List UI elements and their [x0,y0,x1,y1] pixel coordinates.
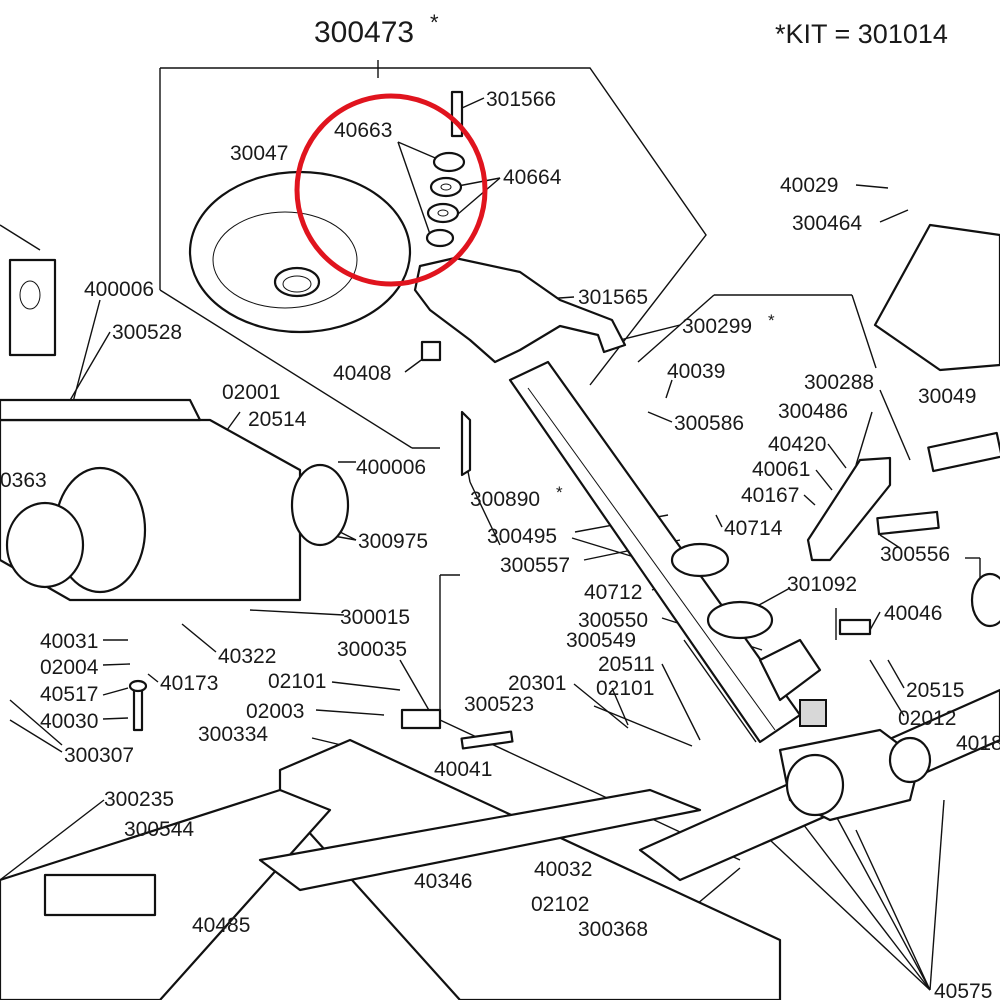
label-301565: 301565 [578,286,648,309]
part-labels: 300473 * *KIT = 301014 301566 40663 3004… [0,10,1000,1000]
label-300288: 300288 [804,371,874,394]
label-300299-asterisk: * [768,311,775,330]
label-02101-right: 02101 [596,677,654,700]
highlight-circle [294,93,488,287]
label-300549: 300549 [566,629,636,652]
pin-part [460,410,472,477]
label-40167: 40167 [741,484,799,507]
label-40322: 40322 [218,645,276,668]
label-40173: 40173 [160,672,218,695]
label-300035: 300035 [337,638,407,661]
label-300557: 300557 [500,554,570,577]
bolt-part [450,90,464,138]
label-300015: 300015 [340,606,410,629]
label-301092: 301092 [787,573,857,596]
stud-part [132,688,144,732]
parts [0,90,1000,1000]
arm-part [413,256,627,364]
label-02012: 02012 [898,707,956,730]
label-02102: 02102 [531,893,589,916]
label-4018: 4018 [956,732,1000,755]
label-40408: 40408 [333,362,391,385]
label-02004: 02004 [40,656,99,679]
label-40041: 40041 [434,758,492,781]
label-40420: 40420 [768,433,826,456]
label-300486: 300486 [778,400,848,423]
label-40663: 40663 [334,119,392,142]
label-40575: 40575 [934,980,992,1000]
label-300299: 300299 [682,315,752,338]
bushing-part [400,708,442,730]
label-300890: 300890 [470,488,540,511]
label-300975: 300975 [358,530,428,553]
washer-part [128,679,148,693]
label-300528: 300528 [112,321,182,344]
label-300499: 30049 [918,385,976,408]
label-300334: 300334 [198,723,268,746]
label-300495: 300495 [487,525,557,548]
label-40346: 40346 [414,870,472,893]
label-40664: 40664 [503,166,562,189]
label-400006-mid: 400006 [356,456,426,479]
label-400006-top: 400006 [84,278,154,301]
label-40517: 40517 [40,683,98,706]
gear-housing-part [758,572,1000,822]
label-20514: 20514 [248,408,307,431]
label-40039: 40039 [667,360,725,383]
label-300474: 30047 [230,142,288,165]
rod-part [927,431,1000,473]
title-asterisk: * [430,10,439,35]
label-300307: 300307 [64,744,134,767]
label-40485: 40485 [192,914,250,937]
label-40029: 40029 [780,174,838,197]
label-20301: 20301 [508,672,566,695]
label-40714: 40714 [724,517,783,540]
dowel-part [876,510,940,536]
label-02003: 02003 [246,700,304,723]
label-20515: 20515 [906,679,964,702]
spring-part [799,699,827,727]
kit-note: *KIT = 301014 [775,19,948,49]
label-02101-left: 02101 [268,670,326,693]
label-300544: 300544 [124,818,194,841]
label-40712: 40712 [584,581,642,604]
label-40032: 40032 [534,858,592,881]
label-300523: 300523 [464,693,534,716]
label-40061: 40061 [752,458,810,481]
label-301566: 301566 [486,88,556,111]
clip-part [838,618,872,636]
nut-part [420,340,442,362]
label-300464: 300464 [792,212,862,235]
bracket-part [806,456,892,562]
label-300556: 300556 [880,543,950,566]
label-02001: 02001 [222,381,280,404]
label-20511: 20511 [598,653,655,676]
label-40031: 40031 [40,630,98,653]
pan-part [188,170,412,334]
label-300363: 0363 [0,469,47,492]
label-40046: 40046 [884,602,942,625]
cover-part [873,223,1000,372]
diagram-title: 300473 [314,16,414,49]
housing-part [0,258,350,602]
washer-stack-part [425,151,466,248]
label-300235: 300235 [104,788,174,811]
label-300586: 300586 [674,412,744,435]
label-40030: 40030 [40,710,98,733]
label-300550: 300550 [578,609,648,632]
label-300368: 300368 [578,918,648,941]
label-300890-asterisk: * [556,483,563,502]
bolt-long-part [460,730,514,750]
